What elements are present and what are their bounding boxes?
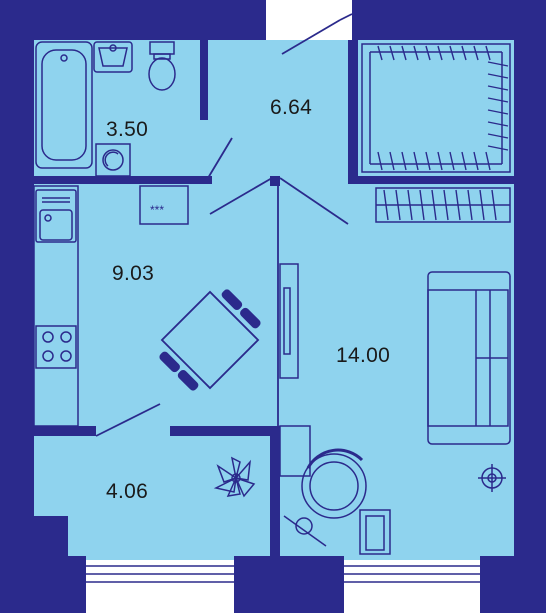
- dining-table-icon: [159, 289, 261, 391]
- area-balcony: 4.06: [106, 480, 149, 503]
- hanger-line: [437, 45, 443, 61]
- hanger-line: [455, 189, 461, 221]
- kitchen-counter: [33, 185, 79, 427]
- hanger-line: [479, 189, 485, 221]
- hanger-line: [461, 151, 467, 171]
- hanger-line: [487, 145, 509, 151]
- armchair-icon: [301, 448, 367, 519]
- stove-icon: [35, 325, 77, 369]
- electrical-panel-icon: [139, 185, 189, 225]
- tv-stand-icon: [279, 263, 299, 379]
- interior-walls: [34, 40, 514, 556]
- hanger-line: [377, 151, 383, 171]
- area-bathroom: 3.50: [106, 118, 149, 141]
- hanger-line: [425, 151, 431, 171]
- hanger-line: [485, 45, 491, 61]
- sofa-icon: [427, 271, 511, 445]
- hanger-line: [491, 189, 497, 221]
- floor-lamp-icon: [283, 515, 327, 547]
- hanger-line: [487, 97, 509, 103]
- hanger-line: [395, 189, 401, 221]
- hanger-line: [449, 151, 455, 171]
- hanger-line: [407, 189, 413, 221]
- hanger-line: [487, 61, 509, 67]
- hanger-line: [383, 189, 389, 221]
- hanger-line: [473, 45, 479, 61]
- hanger-line: [389, 151, 395, 171]
- hanger-line: [443, 189, 449, 221]
- desk-icon: [279, 425, 311, 477]
- hanger-line: [487, 73, 509, 79]
- kitchen-sink-icon: [35, 189, 77, 243]
- plant-icon: [213, 456, 256, 498]
- bathtub-icon: [35, 41, 93, 169]
- hanger-line: [449, 45, 455, 61]
- hanger-line: [419, 189, 425, 221]
- toilet-icon: [148, 41, 176, 91]
- area-living-room: 14.00: [336, 344, 391, 367]
- area-hallway: 6.64: [270, 96, 313, 119]
- hanger-line: [431, 189, 437, 221]
- sink-icon: [93, 41, 133, 73]
- target-icon: [478, 464, 506, 492]
- hanger-line: [473, 151, 479, 171]
- hanger-line: [377, 45, 383, 61]
- hanger-line: [425, 45, 431, 61]
- hanger-line: [487, 133, 509, 139]
- hanger-line: [401, 151, 407, 171]
- area-kitchen: 9.03: [112, 262, 155, 285]
- hanger-line: [467, 189, 473, 221]
- hanger-line: [389, 45, 395, 61]
- hangers: [377, 45, 509, 171]
- panel-mark: ***: [150, 203, 164, 217]
- hanger-line: [461, 45, 467, 61]
- hanger-line: [437, 151, 443, 171]
- side-table-icon: [359, 509, 391, 555]
- wardrobe-icon: [361, 43, 511, 173]
- hanger-line: [487, 109, 509, 115]
- hanger-line: [485, 151, 491, 171]
- hanger-line: [401, 45, 407, 61]
- door-swings: [95, 13, 353, 437]
- washing-machine-icon: [95, 143, 131, 177]
- windows: [86, 565, 480, 583]
- hanger-line: [487, 121, 509, 127]
- hanger-line: [487, 85, 509, 91]
- hanger-line: [413, 45, 419, 61]
- hanger-line: [413, 151, 419, 171]
